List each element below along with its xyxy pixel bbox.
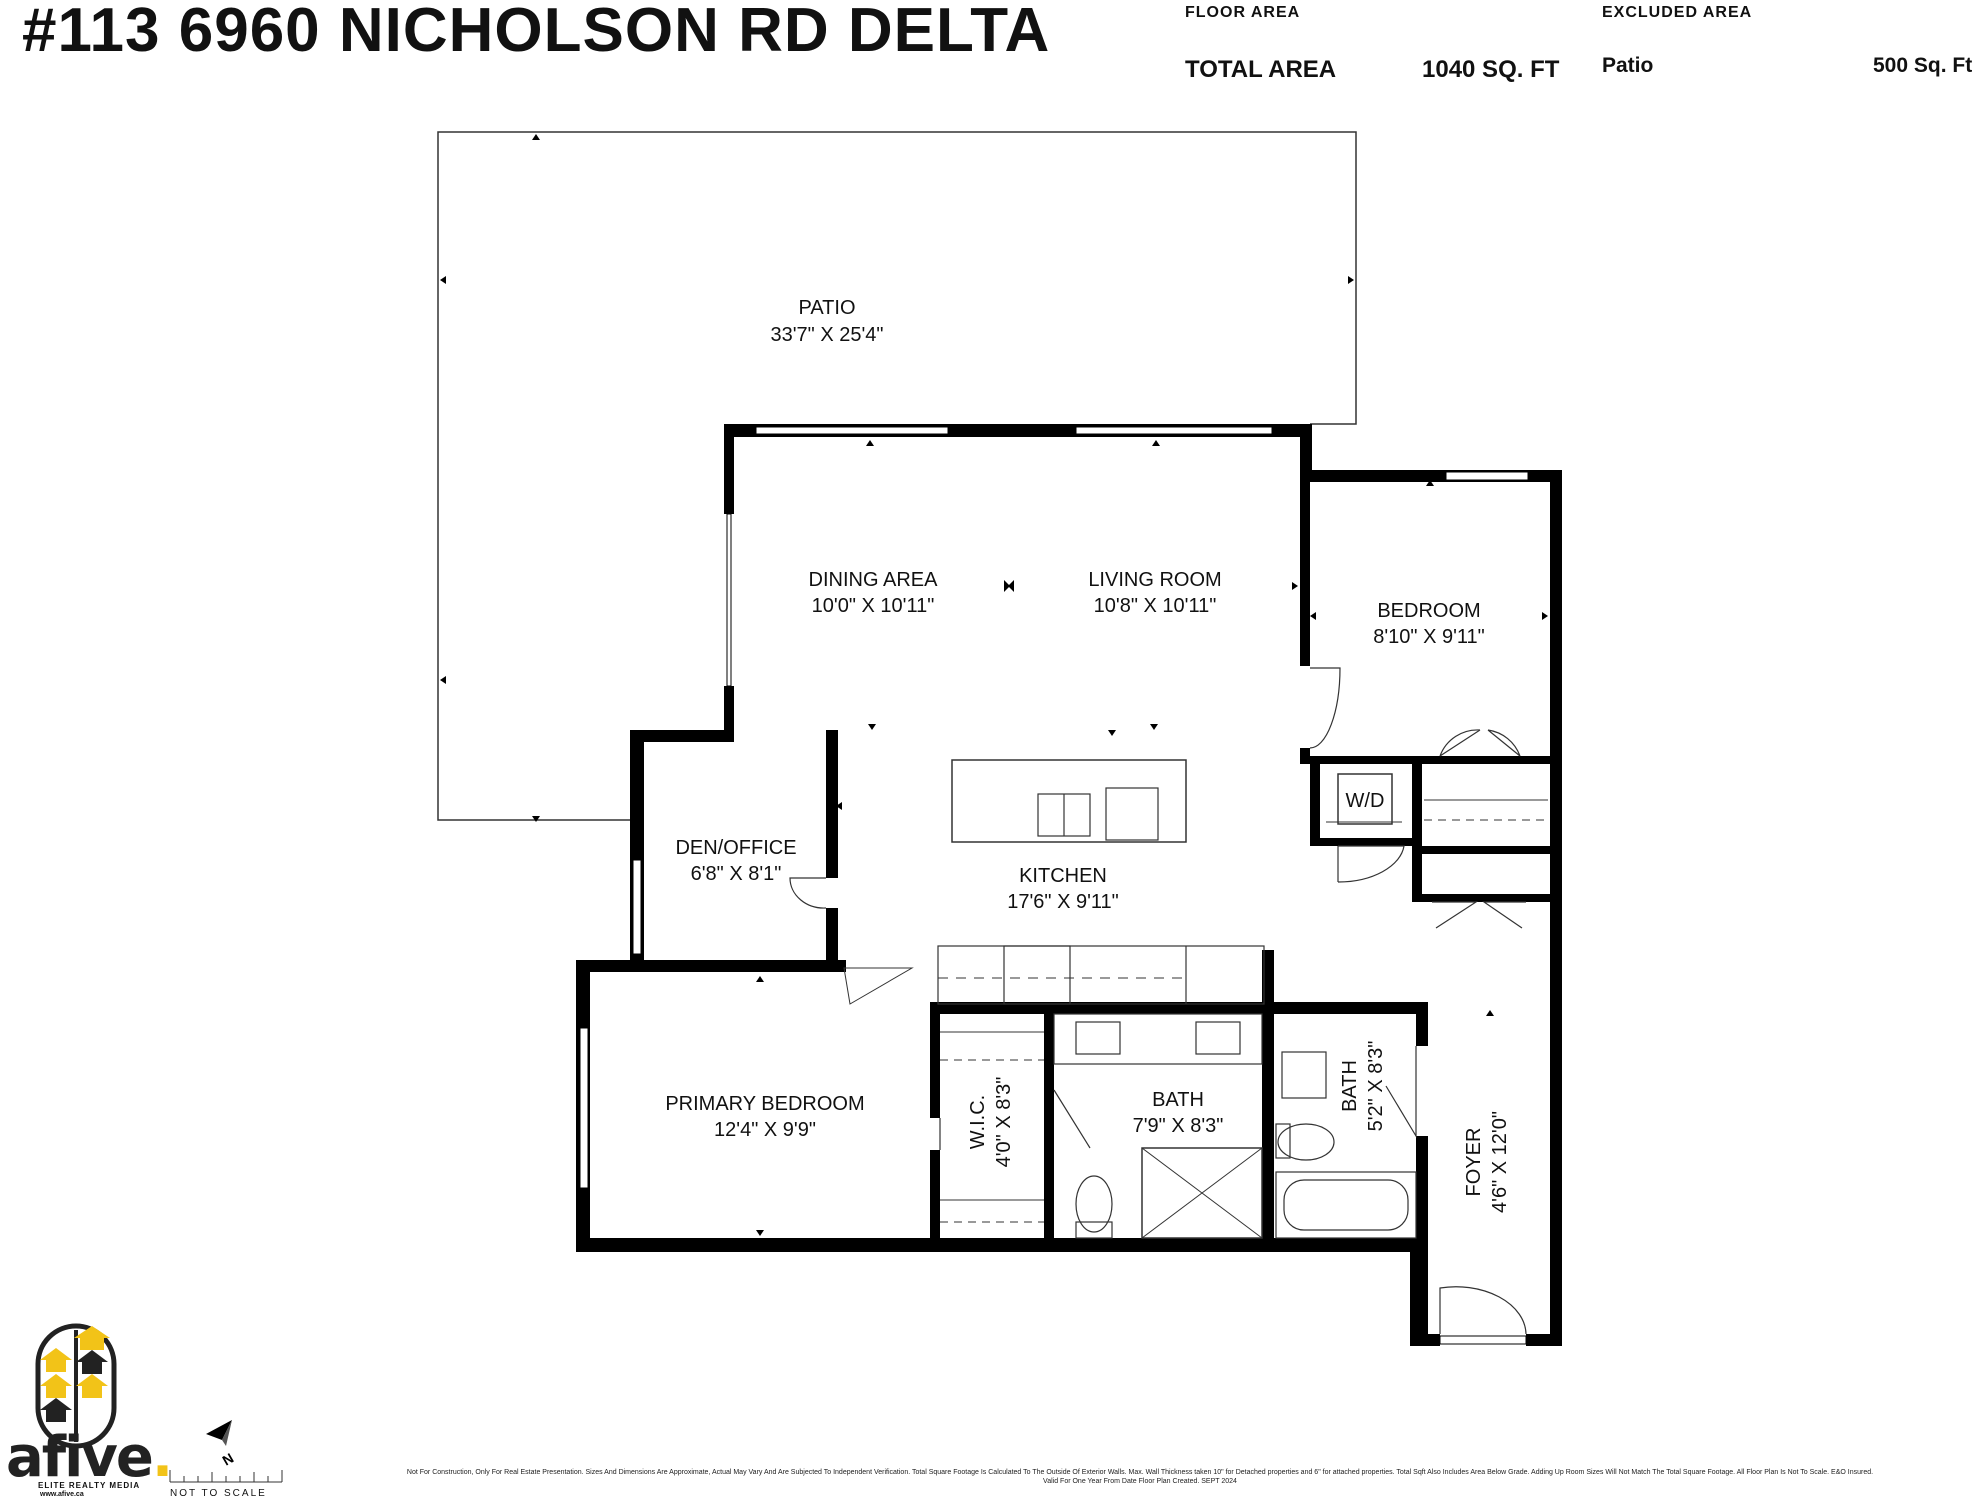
logo-dot: . <box>151 1425 173 1490</box>
kitchen-island <box>951 759 1187 843</box>
logo-wordmark-text: afive <box>6 1425 154 1490</box>
room-bath-ensuite-name: BATH <box>1339 1060 1361 1112</box>
room-den-dims: 6'8" X 8'1" <box>691 863 782 885</box>
room-labels: PATIO 33'7" X 25'4" DINING AREA 10'0" X … <box>665 297 1484 1141</box>
scale-bar <box>169 1470 283 1483</box>
room-primary-name: PRIMARY BEDROOM <box>665 1093 864 1115</box>
logo-houses-icon <box>35 1323 117 1449</box>
room-dining-dims: 10'0" X 10'11" <box>812 595 935 617</box>
toilet-ensuite <box>1277 1123 1335 1161</box>
room-wd-label: W/D <box>1346 790 1385 812</box>
ensuite-sink <box>1281 1051 1327 1099</box>
page-title: #113 6960 NICHOLSON RD DELTA <box>22 0 1051 65</box>
main-bath-vanity <box>1053 1013 1263 1065</box>
room-foyer-dims: 4'6" X 12'0" <box>1489 1111 1511 1213</box>
room-bedroom-name: BEDROOM <box>1377 600 1480 622</box>
room-bedroom-dims: 8'10" X 9'11" <box>1373 626 1485 648</box>
not-to-scale-label: NOT TO SCALE <box>170 1488 267 1499</box>
compass-letter: N <box>220 1450 237 1469</box>
total-area-label: TOTAL AREA <box>1185 56 1337 83</box>
room-patio-name: PATIO <box>798 297 855 319</box>
room-patio-dims: 33'7" X 25'4" <box>770 324 883 346</box>
bathtub <box>1275 1171 1417 1239</box>
logo-url: www.afive.ca <box>40 1491 84 1498</box>
disclaimer-line2: Valid For One Year From Date Floor Plan … <box>1043 1478 1237 1485</box>
dimension-markers <box>440 134 1548 1236</box>
room-foyer-name: FOYER <box>1463 1128 1485 1197</box>
total-area-value: 1040 SQ. FT <box>1422 56 1560 83</box>
room-wic-name: W.I.C. <box>967 1095 989 1149</box>
room-living-dims: 10'8" X 10'11" <box>1094 595 1217 617</box>
disclaimer: Not For Construction, Only For Real Esta… <box>330 1468 1950 1486</box>
room-kitchen-dims: 17'6" X 9'11" <box>1007 891 1119 913</box>
patio-outline <box>437 131 1357 821</box>
shower <box>1141 1147 1263 1239</box>
excluded-value: 500 Sq. Ft <box>1873 54 1973 77</box>
room-bath-ensuite-dims: 5'2" X 8'3" <box>1365 1041 1387 1132</box>
disclaimer-line1: Not For Construction, Only For Real Esta… <box>406 1469 1874 1476</box>
logo-subtitle: ELITE REALTY MEDIA <box>38 1481 141 1490</box>
floor-area-label: FLOOR AREA <box>1185 4 1301 21</box>
washer-dryer-box <box>1337 773 1393 825</box>
door-swings <box>789 667 1527 1335</box>
room-bath-main-dims: 7'9" X 8'3" <box>1133 1115 1224 1137</box>
room-den-name: DEN/OFFICE <box>675 837 796 859</box>
compass-icon: N <box>206 1420 236 1469</box>
room-labels-rotated: W.I.C. 4'0" X 8'3" BATH 5'2" X 8'3" FOYE… <box>967 1041 1511 1213</box>
room-bath-main-name: BATH <box>1152 1089 1204 1111</box>
room-dining-name: DINING AREA <box>809 569 939 591</box>
logo-wordmark: afive. <box>6 1425 173 1490</box>
room-kitchen-name: KITCHEN <box>1019 865 1107 887</box>
room-primary-dims: 12'4" X 9'9" <box>714 1119 816 1141</box>
kitchen-counter <box>937 945 1265 1005</box>
room-wic-dims: 4'0" X 8'3" <box>993 1077 1015 1168</box>
room-living-name: LIVING ROOM <box>1088 569 1221 591</box>
excluded-name: Patio <box>1602 54 1654 77</box>
walls <box>576 424 1562 1346</box>
excluded-area-label: EXCLUDED AREA <box>1602 4 1753 21</box>
toilet-main <box>1075 1175 1113 1233</box>
